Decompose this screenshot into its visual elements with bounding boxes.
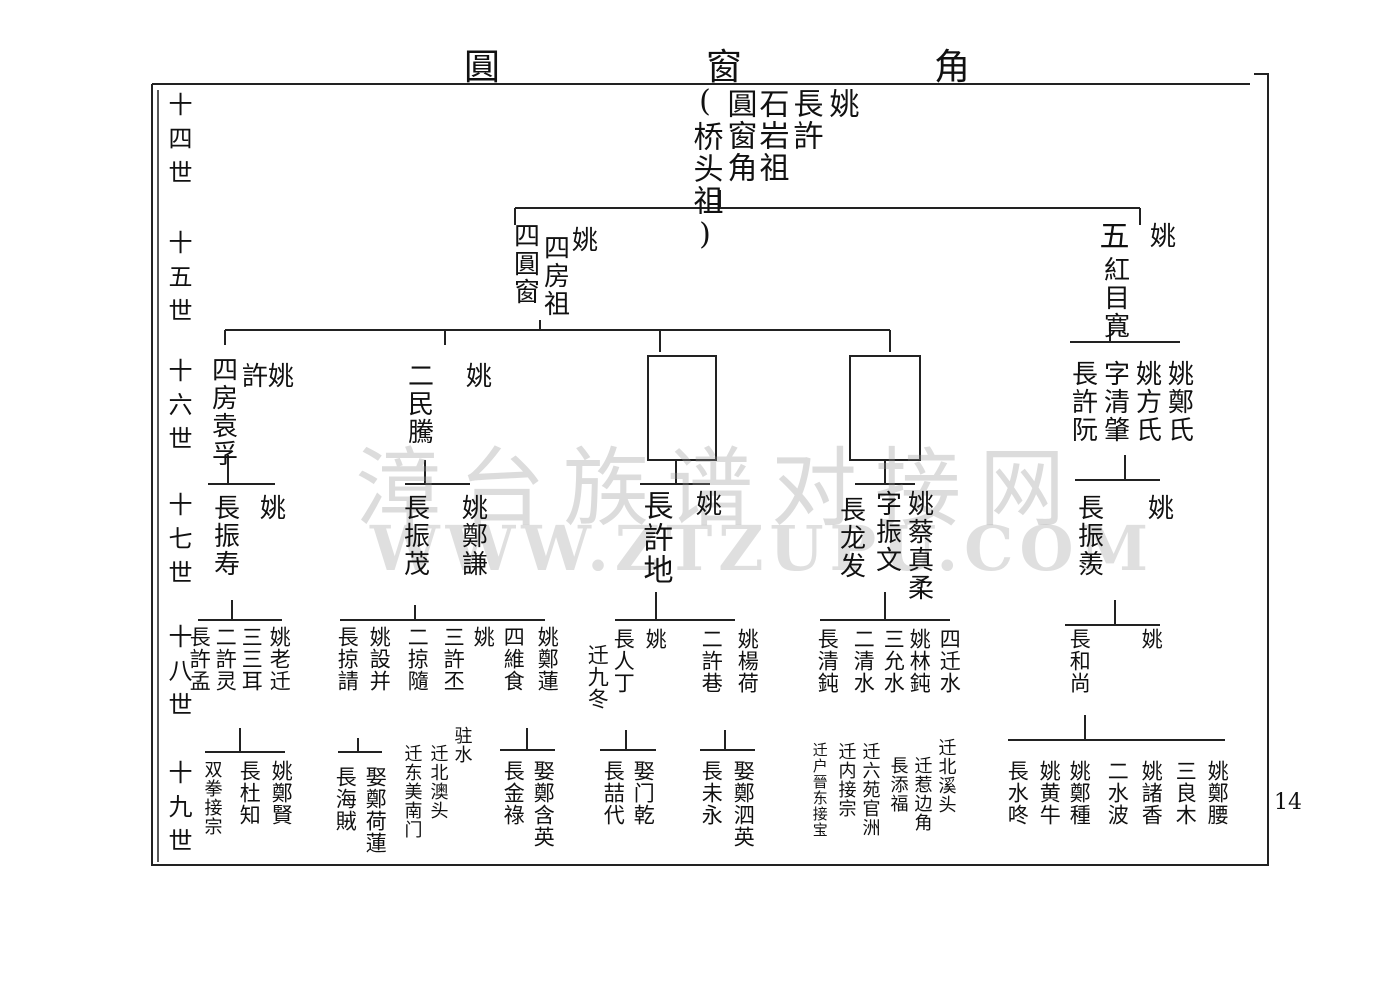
g19-spouse: 姚黄牛: [1037, 760, 1062, 826]
g16-name: 四房袁孚: [207, 356, 238, 468]
g18-name: 三允水: [881, 628, 906, 694]
header-char-3: 角: [934, 47, 971, 88]
g19-spouse: 姚鄭賢: [269, 760, 294, 826]
g18-spouse: 姚林鈍: [907, 628, 932, 694]
watermark-cn: 漳台族谱对接网: [355, 439, 1083, 539]
g16-name: 二民騰: [403, 362, 434, 446]
g17-name: 長振羨: [1073, 494, 1104, 578]
g19-spouse: 姚諸香: [1139, 760, 1164, 826]
g19-note: 驻水: [451, 726, 473, 764]
g18-spouse: 姚: [643, 628, 668, 650]
g15-ancestor: 四房祖: [539, 234, 570, 318]
g19-note: 迁六苑官洲: [859, 742, 881, 837]
g18-name: 四維食: [501, 626, 526, 692]
g18-spouse: 姚鄭蓮: [535, 626, 560, 692]
g18-name: 長人丁: [611, 628, 636, 694]
empty-box-left: [647, 355, 717, 461]
g19-spouse: 姚鄭種: [1067, 760, 1092, 826]
g16-name: 長許阮: [1067, 360, 1098, 444]
generation-label: 十七世: [164, 492, 192, 594]
g15-spouse-right: 姚: [1145, 222, 1176, 250]
watermark-en: WWW.ZTZUPU.COM: [370, 512, 1155, 585]
g19-note: 迁东美南门: [401, 744, 423, 839]
g17-name: 長許地: [637, 490, 673, 586]
g18-name: 長掠請: [335, 626, 360, 692]
g16-spouse: 姚方氏: [1131, 360, 1162, 444]
g17-name: 長龙发: [835, 496, 866, 580]
g17-name: 長振茂: [399, 494, 430, 578]
g14-spouse-name: 長許: [787, 88, 823, 152]
g17-spouse: 姚: [691, 490, 722, 518]
g17-spouse: 姚鄭謙: [457, 494, 488, 578]
g19-name: 長喆代: [601, 760, 626, 826]
g14-ancestor: 石岩祖: [753, 88, 789, 184]
g19-name: 二水波: [1105, 760, 1130, 826]
header-char-1: 圓: [464, 47, 501, 88]
g18-spouse: 姚老迁: [267, 626, 292, 692]
g18-name: 二許巷: [699, 628, 724, 694]
g16-spouse: 姚鄭氏: [1163, 360, 1194, 444]
g19-name: 長未永: [699, 760, 724, 826]
frame-line: [151, 73, 1269, 866]
g19-note: 迁北澳头: [427, 744, 449, 820]
g19-name: 長杜知: [237, 760, 262, 826]
g19-name: 長金祿: [501, 760, 526, 826]
g16-courtesy-name: 字清肇: [1099, 360, 1130, 444]
g15-name-right: 紅目寬: [1099, 256, 1130, 340]
g14-note: (桥头祖): [687, 84, 723, 254]
g19-note: 迁内接宗: [835, 742, 857, 818]
g15-spouse: 姚: [567, 226, 598, 254]
g19-note: 双拳接宗: [201, 760, 223, 836]
g18-spouse: 姚: [1139, 628, 1164, 650]
g19-name: 三良木: [1173, 760, 1198, 826]
g17-spouse: 姚: [255, 494, 286, 522]
g17-courtesy-name: 字振文: [871, 490, 902, 574]
g19-spouse: 姚鄭腰: [1205, 760, 1230, 826]
page-number: 14: [1274, 790, 1302, 815]
g17-name: 長振寿: [209, 494, 240, 578]
g18-note: 四迁水: [937, 628, 962, 694]
g17-spouse: 姚: [1143, 494, 1174, 522]
g16-spouse: 姚: [461, 362, 492, 390]
g18-name: 長許孟: [187, 626, 212, 692]
g19-spouse: 娶鄭荷蓮: [363, 766, 388, 854]
g18-spouse: 姚楊荷: [735, 628, 760, 694]
g19-note: 迁惹边角: [911, 756, 933, 832]
g16-spouse: 姚: [263, 362, 294, 390]
generation-label: 十八世: [164, 624, 192, 726]
g19-name: 長添福: [887, 756, 909, 813]
g17-spouse: 姚蔡真柔: [903, 490, 934, 602]
g18-name: 長和尚: [1067, 628, 1092, 694]
generation-label: 十五世: [164, 230, 192, 332]
g18-name: 二許灵: [213, 626, 238, 692]
g18-name: 長清鈍: [815, 628, 840, 694]
g15-fifth: 五: [1093, 220, 1129, 252]
g19-name: 長海賊: [333, 766, 358, 832]
g19-spouse: 娶鄭泗英: [731, 760, 756, 848]
g15-branch: 四圓窗: [509, 222, 540, 306]
generation-label: 十九世: [164, 760, 192, 862]
header-char-2: 窗: [706, 47, 743, 88]
g19-name: 長水咚: [1005, 760, 1030, 826]
g18-name: 二掠隨: [405, 626, 430, 692]
g14-branch: 圓窗角: [721, 88, 757, 184]
g18-name: 三許丕: [441, 626, 466, 692]
g18-spouse: 姚設并: [367, 626, 392, 692]
g14-spouse: 姚: [823, 88, 859, 120]
g19-note: 迁北溪头: [935, 738, 957, 814]
generation-label: 十六世: [164, 358, 192, 460]
g19-note: 迁户晉东接宝: [810, 742, 829, 838]
g18-spouse: 姚: [471, 626, 496, 648]
g18-name: 三三耳: [239, 626, 264, 692]
g19-spouse: 娶鄭含英: [531, 760, 556, 848]
g18-note: 迁九冬: [585, 644, 610, 710]
g19-spouse: 娶门乾: [631, 760, 656, 826]
g18-name: 二清水: [851, 628, 876, 694]
generation-label: 十四世: [164, 92, 192, 194]
g16-spouse-name: 許: [237, 362, 268, 390]
